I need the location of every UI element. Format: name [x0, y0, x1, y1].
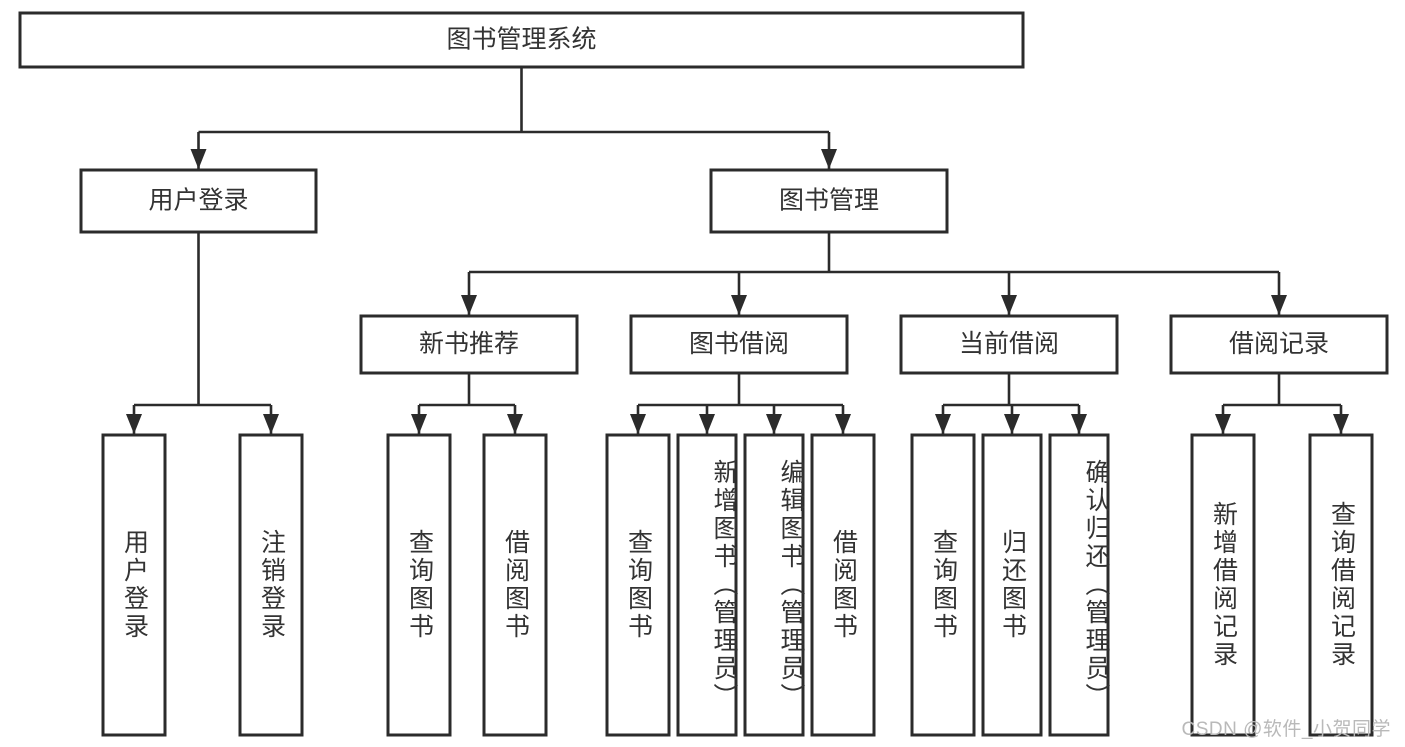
arrow-head-icon — [411, 414, 427, 434]
node-e794a8e688b7e799bbe5bd95-l2-0[interactable] — [79, 168, 318, 234]
arrow-head-icon — [766, 414, 782, 434]
node-label-l3-1: 图书借阅 — [689, 330, 789, 358]
node-label-l3-0: 新书推荐 — [419, 330, 519, 358]
node-e5bd92e8bf98e59bbee4b9a6-leaf-1[interactable] — [981, 433, 1043, 737]
arrow-head-icon — [731, 295, 747, 315]
node-label-l3-3: 借阅记录 — [1229, 330, 1329, 358]
node-e69fa5e8afa2e59bbee4b9a6-leaf-0[interactable] — [910, 433, 976, 737]
arrow-head-icon — [630, 414, 646, 434]
arrow-head-icon — [1271, 295, 1287, 315]
node-e5809fe99885e8aeb0e5bd95-l3-3[interactable] — [1169, 314, 1389, 375]
node-e7a1aee8aea4e5bd92e8bf98-leaf-2[interactable] — [1048, 433, 1110, 737]
arrow-head-icon — [263, 414, 279, 434]
csdn-watermark: CSDN @软件_小贺同学 — [1181, 719, 1391, 740]
arrow-head-icon — [699, 414, 715, 434]
arrow-head-icon — [126, 414, 142, 434]
node-e5809fe99885e59bbee4b9a6-leaf-3[interactable] — [810, 433, 876, 737]
node-e5bd93e5898de5809fe99885-l3-2[interactable] — [899, 314, 1119, 375]
node-label-l3-2: 当前借阅 — [959, 330, 1059, 358]
node-label-l2-0: 用户登录 — [148, 187, 248, 215]
node-e69fa5e8afa2e5809fe99885-leaf-1[interactable] — [1308, 433, 1374, 737]
connector-layer — [126, 67, 1349, 434]
node-e696b0e4b9a6e68ea8e88d90-l3-0[interactable] — [359, 314, 579, 375]
node-label-l2-1: 图书管理 — [779, 187, 879, 215]
node-e6b3a8e99480e799bbe5bd95-leaf-1[interactable] — [238, 433, 304, 737]
node-e59bbee4b9a6e5809fe99885-l3-1[interactable] — [629, 314, 849, 375]
arrow-head-icon — [190, 149, 207, 169]
arrow-head-icon — [461, 295, 477, 315]
node-e696b0e5a29ee59bbee4b9a6-leaf-1[interactable] — [676, 433, 738, 737]
arrow-head-icon — [1001, 295, 1017, 315]
node-e69fa5e8afa2e59bbee4b9a6-leaf-0[interactable] — [605, 433, 671, 737]
arrow-head-icon — [1071, 414, 1087, 434]
arrow-head-icon — [507, 414, 523, 434]
node-e794a8e688b7e799bbe5bd95-leaf-0[interactable] — [101, 433, 167, 737]
arrow-head-icon — [835, 414, 851, 434]
root-box[interactable] — [18, 11, 1025, 69]
root-label: 图书管理系统 — [446, 26, 596, 54]
node-e59bbee4b9a6e7aea1e79086-l2-1[interactable] — [709, 168, 949, 234]
arrow-head-icon — [821, 149, 837, 169]
node-e69fa5e8afa2e59bbee4b9a6-leaf-0[interactable] — [386, 433, 452, 737]
node-e7bc96e8be91e59bbee4b9a6-leaf-2[interactable] — [743, 433, 805, 737]
arrow-head-icon — [935, 414, 951, 434]
node-e5809fe99885e59bbee4b9a6-leaf-1[interactable] — [482, 433, 548, 737]
arrow-head-icon — [1004, 414, 1020, 434]
node-e696b0e5a29ee5809fe99885-leaf-0[interactable] — [1190, 433, 1256, 737]
arrow-head-icon — [1333, 414, 1349, 434]
arrow-head-icon — [1215, 414, 1231, 434]
